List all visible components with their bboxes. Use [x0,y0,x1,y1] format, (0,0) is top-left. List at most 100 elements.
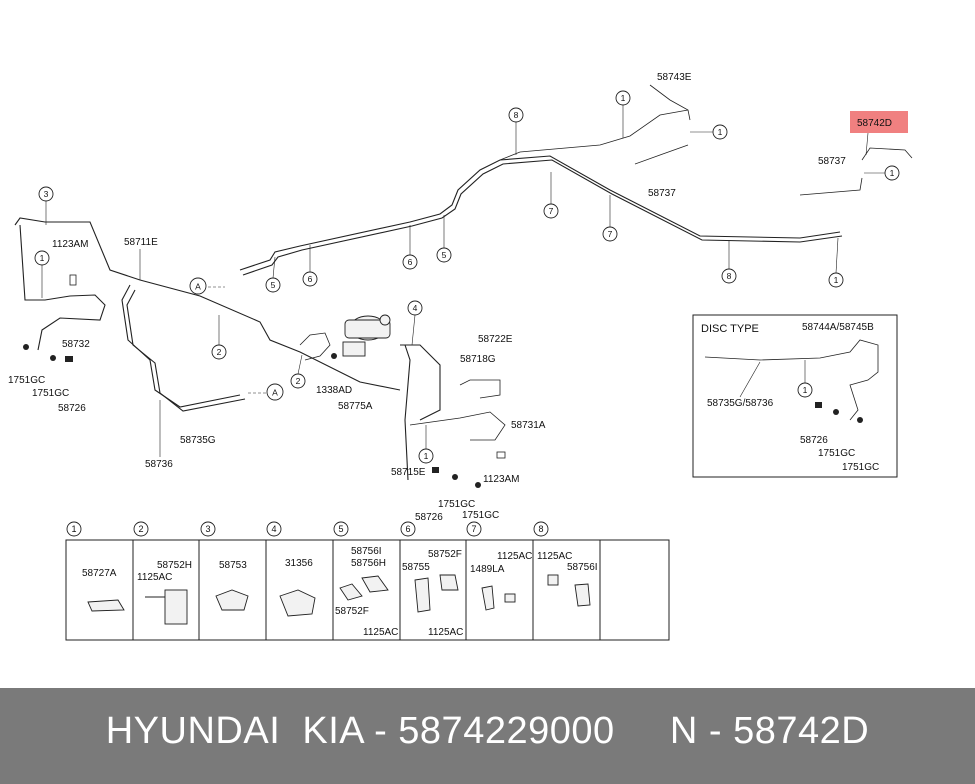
legend-part-58756h: 58756H [351,558,386,569]
callout-7: 7 [602,195,618,242]
svg-text:7: 7 [549,206,554,216]
callout-1: 1 [864,165,900,181]
fasteners [23,274,863,488]
legend-part-1125ac-8: 1125AC [537,551,572,562]
svg-text:6: 6 [308,274,313,284]
svg-text:7: 7 [471,524,476,534]
legend-part-58756i-5: 58756I [351,546,382,557]
callout-5: 5 [265,256,281,293]
legend-table: 1 2 3 4 5 6 7 8 58727A 58752H 1125AC 587… [65,521,670,641]
svg-text:1: 1 [718,127,723,137]
label-58731a: 58731A [511,420,546,431]
callout-6: 6 [402,225,418,270]
label-1751gc-b: 1751GC [32,388,69,399]
legend-part-1125ac-6: 1125AC [428,627,463,638]
legend-part-58752h: 58752H [157,560,192,571]
label-58736: 58736 [145,459,173,470]
label-58735g-58736: 58735G/58736 [707,398,774,409]
master-cylinder [342,314,391,357]
callout-2: 2 [211,315,227,360]
label-58732: 58732 [62,339,90,350]
callout-circles: 3 1 2 2 5 6 6 5 8 1 1 7 7 8 1 1 4 1 1 [34,90,900,464]
part-labels: 58743E 58742D 58737 58737 58711E 1123AM … [8,72,892,523]
label-1751gc-d: 1751GC [462,510,499,521]
brake-pipes [14,84,913,481]
label-58742d: 58742D [857,118,892,129]
svg-text:6: 6 [405,524,410,534]
svg-text:1: 1 [834,275,839,285]
callout-1: 1 [690,124,728,140]
svg-text:3: 3 [205,524,210,534]
label-58735g: 58735G [180,435,216,446]
svg-text:3: 3 [44,189,49,199]
legend-part-1125ac-7: 1125AC [497,551,532,562]
svg-text:1: 1 [40,253,45,263]
svg-text:2: 2 [138,524,143,534]
callout-1: 1 [828,237,844,288]
svg-text:5: 5 [338,524,343,534]
arrow-a-markers: A A [189,277,284,401]
legend-part-58753: 58753 [219,560,247,571]
callout-1: 1 [34,250,50,298]
label-1338ad: 1338AD [316,385,352,396]
label-58737-right: 58737 [648,188,676,199]
legend-part-58752f-6: 58752F [428,549,462,560]
legend-part-31356: 31356 [285,558,313,569]
arrow-a-label-2: A [272,388,278,398]
footer-part-number: HYUNDAI KIA - 5874229000 N - 58742D [105,710,870,752]
disc-type-inset: DISC TYPE 58744A/58745B 58735G/58736 587… [692,314,898,478]
legend-part-58755: 58755 [402,562,430,573]
label-1751gc-a: 1751GC [8,375,45,386]
label-58737-top: 58737 [818,156,846,167]
svg-text:8: 8 [538,524,543,534]
svg-text:4: 4 [271,524,276,534]
legend-num-6: 6 [400,521,416,537]
label-1123am-mid: 1123AM [483,474,520,485]
legend-num-5: 5 [333,521,349,537]
disc-type-title: DISC TYPE [701,323,759,335]
callout-8: 8 [508,107,524,155]
arrow-a-label-1: A [195,282,201,292]
callout-1: 1 [418,425,434,464]
legend-num-3: 3 [200,521,216,537]
label-58744a-58745b: 58744A/58745B [802,322,874,333]
legend-part-58752f-5: 58752F [335,606,369,617]
legend-num-4: 4 [266,521,282,537]
svg-text:1: 1 [803,385,808,395]
label-1751gc-disc2: 1751GC [842,462,879,473]
svg-text:1: 1 [71,524,76,534]
callout-7: 7 [543,172,559,219]
svg-text:4: 4 [413,303,418,313]
legend-part-1125ac-5: 1125AC [363,627,398,638]
footer-bar: HYUNDAI KIA - 5874229000 N - 58742D [0,688,975,784]
callout-1: 1 [797,360,813,398]
svg-text:1: 1 [424,451,429,461]
callout-2: 2 [290,354,306,389]
svg-text:8: 8 [514,110,519,120]
callout-5: 5 [436,215,452,263]
svg-text:1: 1 [890,168,895,178]
legend-num-2: 2 [133,521,149,537]
callout-3: 3 [38,186,54,225]
callout-6: 6 [302,245,318,287]
svg-text:2: 2 [296,376,301,386]
svg-text:8: 8 [727,271,732,281]
label-58775a: 58775A [338,401,373,412]
label-58726-left: 58726 [58,403,86,414]
legend-part-58756i-8: 58756I [567,562,598,573]
legend-num-1: 1 [66,521,82,537]
label-1751gc-disc1: 1751GC [818,448,855,459]
legend-part-1125ac-2: 1125AC [137,572,172,583]
label-58726-disc: 58726 [800,435,828,446]
callout-8: 8 [721,240,737,284]
brake-line-diagram: A A 3 1 2 2 5 6 6 5 8 1 1 7 7 8 1 1 4 1 … [8,72,913,641]
svg-text:5: 5 [271,280,276,290]
label-58743e: 58743E [657,72,692,83]
svg-text:1: 1 [621,93,626,103]
svg-text:7: 7 [608,229,613,239]
label-58726-mid: 58726 [415,512,443,523]
legend-num-8: 8 [533,521,549,537]
label-58715e: 58715E [391,467,426,478]
svg-text:5: 5 [442,250,447,260]
label-1751gc-c: 1751GC [438,499,475,510]
